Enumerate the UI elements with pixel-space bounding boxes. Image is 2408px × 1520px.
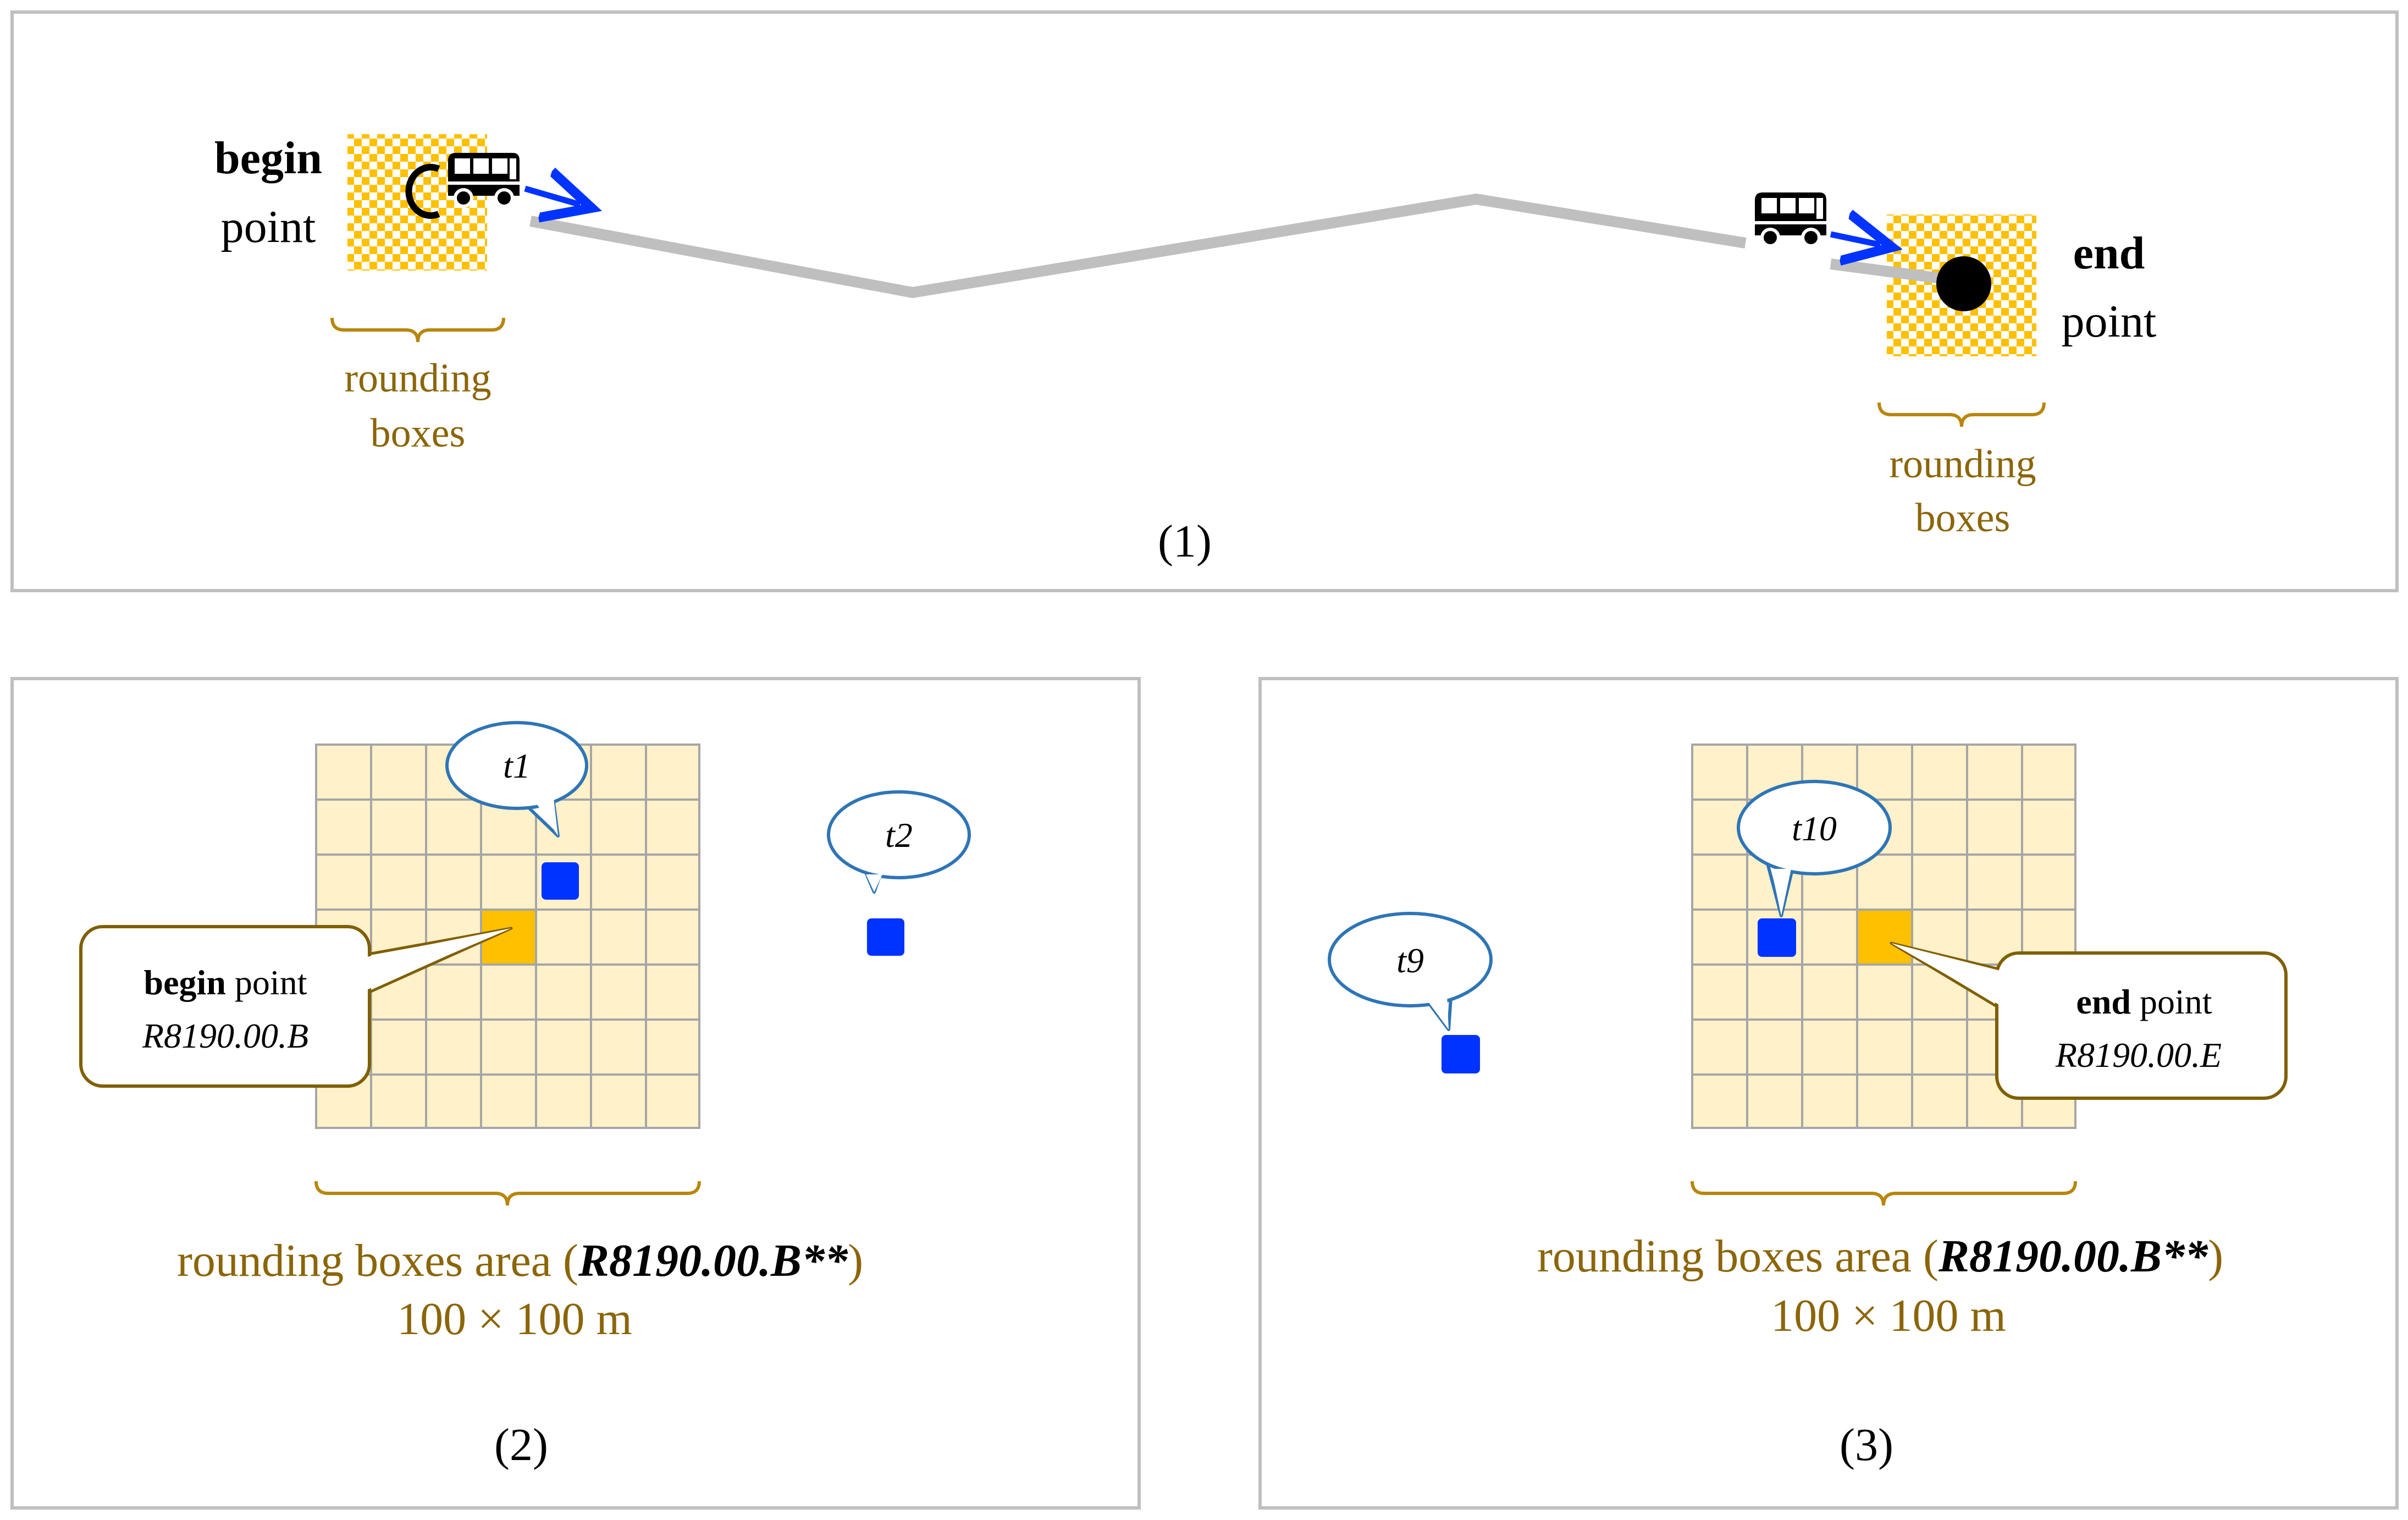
bubble-t2 (827, 790, 971, 879)
panel-3: t10 t9 end point R8190.00.E rounding box… (1258, 677, 2399, 1510)
filled-circle-icon (1936, 256, 1991, 311)
rounding-label-right-1: rounding (1889, 442, 2036, 487)
callout-end (1995, 951, 2288, 1100)
end-label-bold: end (2073, 228, 2145, 279)
rounding-brace-right (1877, 402, 2046, 427)
caption-2: (2) (494, 1419, 548, 1471)
callout-end-code: R8190.00.E (2055, 1036, 2222, 1075)
end-point-cell (1858, 911, 1911, 963)
panel-1-frame (10, 10, 2399, 592)
bubble-t10-label: t10 (1792, 809, 1837, 848)
rounding-label-left-2: boxes (371, 411, 466, 456)
bubble-t10 (1737, 780, 1892, 875)
begin-label-point: point (221, 201, 316, 252)
marker-t9 (1442, 1035, 1480, 1073)
bubble-t1-label: t1 (503, 746, 531, 785)
caption-3: (3) (1840, 1419, 1893, 1471)
area-label-3: rounding boxes area (R8190.00.B**) (1537, 1231, 2223, 1282)
arrow-right-icon (1830, 234, 1880, 245)
end-label-point: point (2062, 296, 2157, 347)
arrow-right-icon (524, 189, 580, 205)
area-size-2: 100 × 100 m (397, 1293, 632, 1345)
rounding-label-left-1: rounding (344, 356, 491, 401)
area-label-2: rounding boxes area (R8190.00.B**) (177, 1235, 863, 1286)
callout-begin (79, 925, 371, 1088)
rounding-label-right-2: boxes (1915, 495, 2011, 541)
bubble-t9 (1328, 912, 1493, 1007)
area-size-3: 100 × 100 m (1771, 1290, 2006, 1341)
route-line (529, 193, 1747, 299)
callout-begin-title: begin point (144, 963, 307, 1002)
panel-1: begin point rounding boxes end point rou… (10, 10, 2399, 592)
bubble-t2-label: t2 (885, 816, 913, 855)
marker-t1 (542, 862, 579, 900)
begin-label-bold: begin (214, 133, 322, 184)
area-brace-right (1691, 1181, 2077, 1206)
callout-begin-code: R8190.00.B (142, 1016, 308, 1055)
bubble-t9-label: t9 (1396, 941, 1424, 980)
caption-1: (1) (1158, 516, 1212, 567)
bubble-t1 (445, 721, 588, 810)
callout-end-title: end point (2076, 982, 2212, 1021)
area-brace-left (314, 1181, 701, 1206)
open-circle-icon (405, 164, 440, 219)
marker-t10 (1758, 918, 1796, 957)
rounding-brace-left (330, 317, 505, 343)
panel-2: t1 t2 begin point R8190.00.B rounding bo… (10, 677, 1141, 1510)
marker-t2 (867, 918, 904, 956)
